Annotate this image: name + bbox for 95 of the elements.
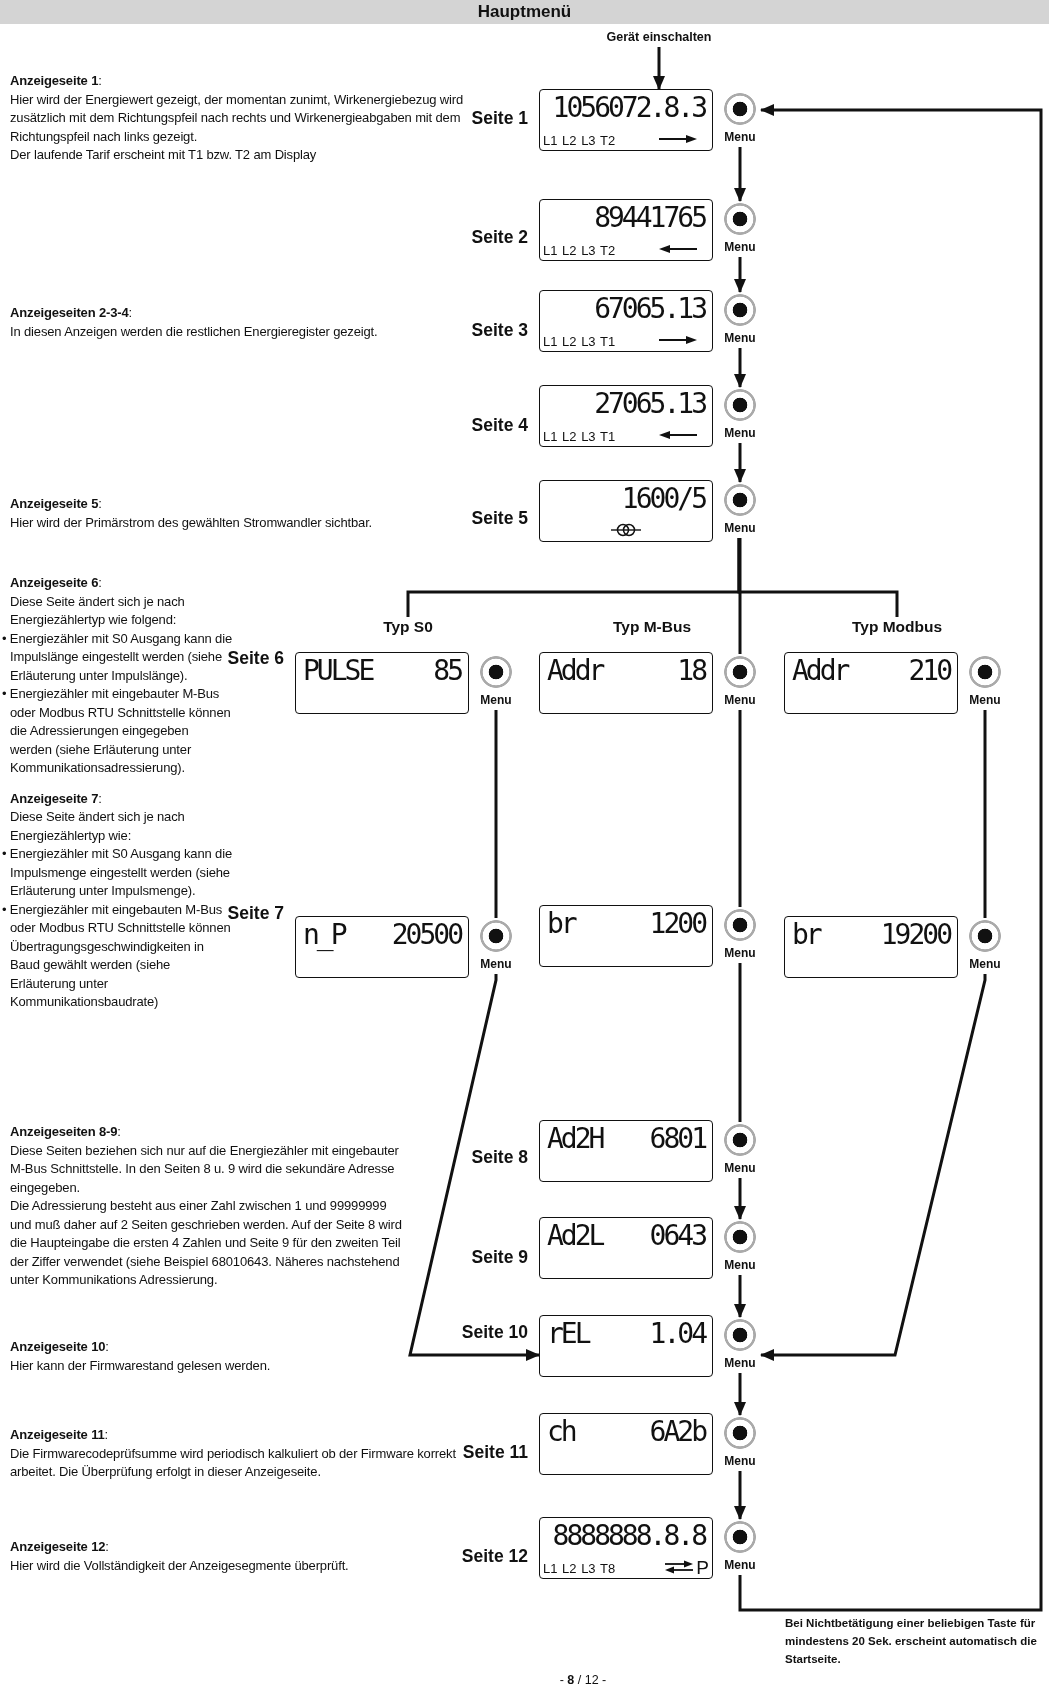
section-text: In diesen Anzeigen werden die restlichen Energieregister gezeigt.: [10, 322, 379, 341]
arrow: [734, 1373, 746, 1416]
page-label: Seite 3: [471, 319, 528, 341]
lcd-indicator: L1 L2 L3 T1: [543, 429, 616, 445]
section-heading: Anzeigeseiten 8-9:: [10, 1123, 122, 1141]
lcd-display: [784, 916, 958, 978]
title-bar: Hauptmenü: [0, 0, 1049, 24]
lcd-readout: rEL 1.04: [547, 1317, 705, 1351]
lcd-display: [295, 652, 469, 714]
page-label: Seite 1: [471, 107, 528, 129]
lcd-display: [539, 1517, 713, 1579]
lcd-readout: Addr 210: [792, 654, 950, 688]
section-heading: Anzeigeseite 6:: [10, 574, 103, 592]
lcd-indicator: L1 L2 L3 T8: [543, 1561, 616, 1577]
footnote: Bei Nichtbetätigung einer beliebigen Taste für mindestens 20 Sek. erscheint automatisch die Startseite.: [785, 1616, 1038, 1667]
lcd-display: [539, 385, 713, 447]
page-label: Seite 10: [461, 1321, 528, 1343]
section-text: Diese Seite ändert sich je nach Energiezählertyp wie folgend:: [10, 592, 186, 629]
section-text: Hier wird die Vollständigkeit der Anzeigesegmente überprüft.: [10, 1556, 350, 1575]
lcd-readout: br 1200: [547, 907, 705, 941]
connector-line: [983, 710, 987, 918]
section-text: Hier kann der Firmwarestand gelesen werden.: [10, 1356, 272, 1375]
page-label: Seite 11: [462, 1441, 528, 1463]
section-text: Hier wird der Primärstrom des gewählten Stromwandler sichtbar.: [10, 513, 374, 532]
lcd-display: [784, 652, 958, 714]
page-label: Seite 9: [471, 1246, 528, 1268]
section-heading: Anzeigeseite 5:: [10, 495, 103, 513]
connector-line: [738, 963, 742, 1122]
lcd-symbol: P: [696, 1558, 709, 1578]
lcd-display: [539, 290, 713, 352]
lcd-indicator: L1 L2 L3 T2: [543, 133, 616, 149]
column-heading: Typ Modbus: [842, 617, 952, 637]
arrow: [408, 974, 540, 1361]
lcd-display: [539, 89, 713, 151]
lcd-display: [539, 905, 713, 967]
lcd-readout: br 19200: [792, 918, 950, 952]
lcd-readout: 27065.13: [593, 387, 705, 421]
arrow: [734, 1471, 746, 1520]
section-text: Die Firmwarecodeprüfsumme wird periodisch kalkuliert ob der Firmware korrekt arbeitet. Die Überprüfung erfolgt in dieser Anzeigeseite.: [10, 1444, 457, 1481]
section-heading: Anzeigeseite 1:: [10, 72, 103, 90]
connector-line: [738, 538, 742, 654]
lcd-display: [295, 916, 469, 978]
section-text: Diese Seite ändert sich je nach Energiezählertyp wie:: [10, 808, 186, 845]
page-label: Seite 8: [471, 1146, 528, 1168]
arrow: [734, 257, 746, 293]
lcd-readout: PULSE 85: [303, 654, 461, 688]
lcd-display: [539, 1315, 713, 1377]
page-label: Seite 12: [461, 1545, 528, 1567]
page-label: Seite 2: [471, 226, 528, 248]
section-heading: Anzeigeseiten 2-3-4:: [10, 304, 133, 322]
bullet-item: • Energiezähler mit S0 Ausgang kann die Impulsmenge eingestellt werden (siehe Erläuterung unter Impulsmenge).: [2, 845, 232, 900]
connector-line: [737, 538, 899, 617]
section-text: Hier wird der Energiewert gezeigt, der momentan zunimt, Wirkenergiebezug wird zusätzlich mit dem Richtungspfeil nach rechts und Wirkenergieabgaben mit dem Richtungspfeil nach links gezeigt.: [10, 90, 465, 146]
page-label: Seite 4: [471, 414, 528, 436]
arrow: [734, 147, 746, 202]
lcd-display: [539, 1120, 713, 1182]
section-heading: Anzeigeseite 11:: [10, 1426, 110, 1444]
lcd-readout: ch 6A2b: [547, 1415, 705, 1449]
arrow: [653, 47, 665, 90]
lcd-readout: Ad2L 0643: [547, 1219, 705, 1253]
arrow: [734, 1178, 746, 1220]
bullet-item: • Energiezähler mit eingebauter M-Bus oder Modbus RTU Schnittstelle können die Adressierungen eingegeben werden (siehe Erläuterung unter Kommunikationsadressierung).: [2, 685, 232, 777]
column-heading: Typ M-Bus: [611, 617, 693, 637]
section-heading: Anzeigeseite 12:: [10, 1538, 110, 1556]
section-text: Die Adressierung besteht aus einer Zahl zwischen 1 und 99999999 und muß daher auf 2 Seiten geschrieben werden. Auf der Seite 8 wird die Haupteingabe die ersten 4 Zahlen und Seite 9 für den zweiten Teil der Ziffer verwendet (siehe Beispiel 68010643. Näheres nachstehend unter Kommunikations Adressierung.: [10, 1197, 402, 1289]
lcd-display: [539, 199, 713, 261]
arrow: [734, 348, 746, 388]
arrow: [734, 1275, 746, 1318]
section-text: Der laufende Tarif erscheint mit T1 bzw. T2 am Display: [10, 146, 318, 164]
connector-line: [494, 710, 498, 918]
lcd-readout: 67065.13: [593, 292, 705, 326]
lcd-indicator: L1 L2 L3 T1: [543, 334, 616, 350]
page-number: - 8 / 12 -: [558, 1673, 608, 1687]
section-heading: Anzeigeseite 7:: [10, 789, 103, 808]
lcd-readout: 89441765: [593, 201, 705, 235]
connector-line: [738, 710, 742, 907]
lcd-display: [539, 1217, 713, 1279]
arrow: [734, 443, 746, 483]
arrow: [738, 104, 1043, 1612]
column-heading: Typ S0: [358, 617, 458, 637]
lcd-readout: 8888888.8.8: [551, 1519, 705, 1553]
lcd-display: [539, 480, 713, 542]
lcd-readout: 1600/5: [620, 482, 705, 516]
lcd-indicator: L1 L2 L3 T2: [543, 243, 616, 259]
lcd-readout: 1056072.8.3: [551, 91, 705, 125]
section-heading: Anzeigeseite 10:: [10, 1338, 110, 1356]
lcd-readout: Ad2H 6801: [547, 1122, 705, 1156]
arrow: [760, 974, 987, 1361]
lcd-display: [539, 652, 713, 714]
start-label: Gerät einschalten: [596, 30, 722, 47]
lcd-display: [539, 1413, 713, 1475]
lcd-readout: n_P 20500: [303, 918, 461, 952]
section-text: Diese Seiten beziehen sich nur auf die Energiezähler mit eingebauter M-Bus Schnittstelle. In den Seiten 8 u. 9 wird die sekundäre Adresse eingegeben.: [10, 1141, 400, 1197]
page-label: Seite 5: [471, 507, 528, 529]
lcd-readout: Addr 18: [547, 654, 705, 688]
